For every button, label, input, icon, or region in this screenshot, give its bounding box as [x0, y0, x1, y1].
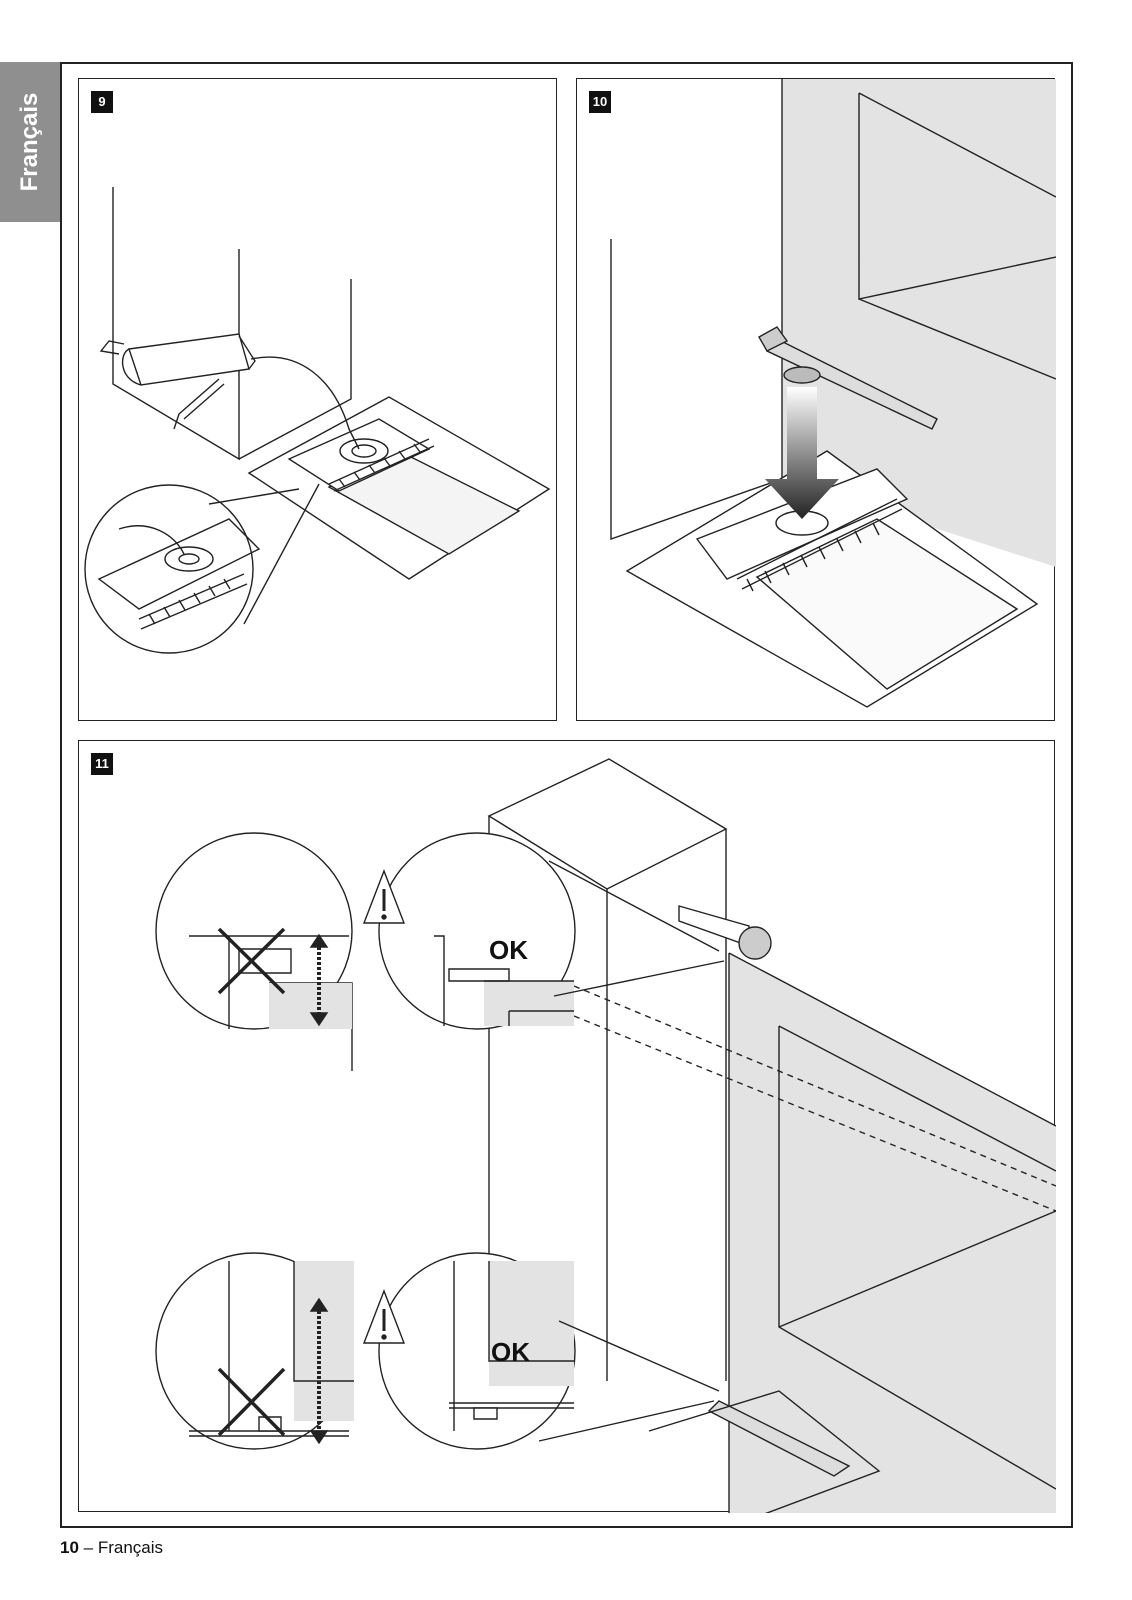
language-tab-label: Français	[16, 93, 44, 192]
figure-9-illustration	[79, 79, 558, 722]
figure-11-panel: 11	[78, 740, 1055, 1512]
ok-label-top: OK	[489, 935, 528, 965]
footer-language: Français	[98, 1538, 163, 1557]
footer-page-number: 10	[60, 1538, 79, 1557]
figure-9-panel: 9	[78, 78, 557, 721]
footer-separator: –	[79, 1538, 98, 1557]
page-footer: 10 – Français	[60, 1538, 163, 1558]
figure-10-illustration	[577, 79, 1056, 722]
figure-10-panel: 10	[576, 78, 1055, 721]
ok-label-bottom: OK	[491, 1337, 530, 1367]
language-side-tab: Français	[0, 62, 60, 222]
figure-11-illustration: OK OK	[79, 741, 1056, 1513]
